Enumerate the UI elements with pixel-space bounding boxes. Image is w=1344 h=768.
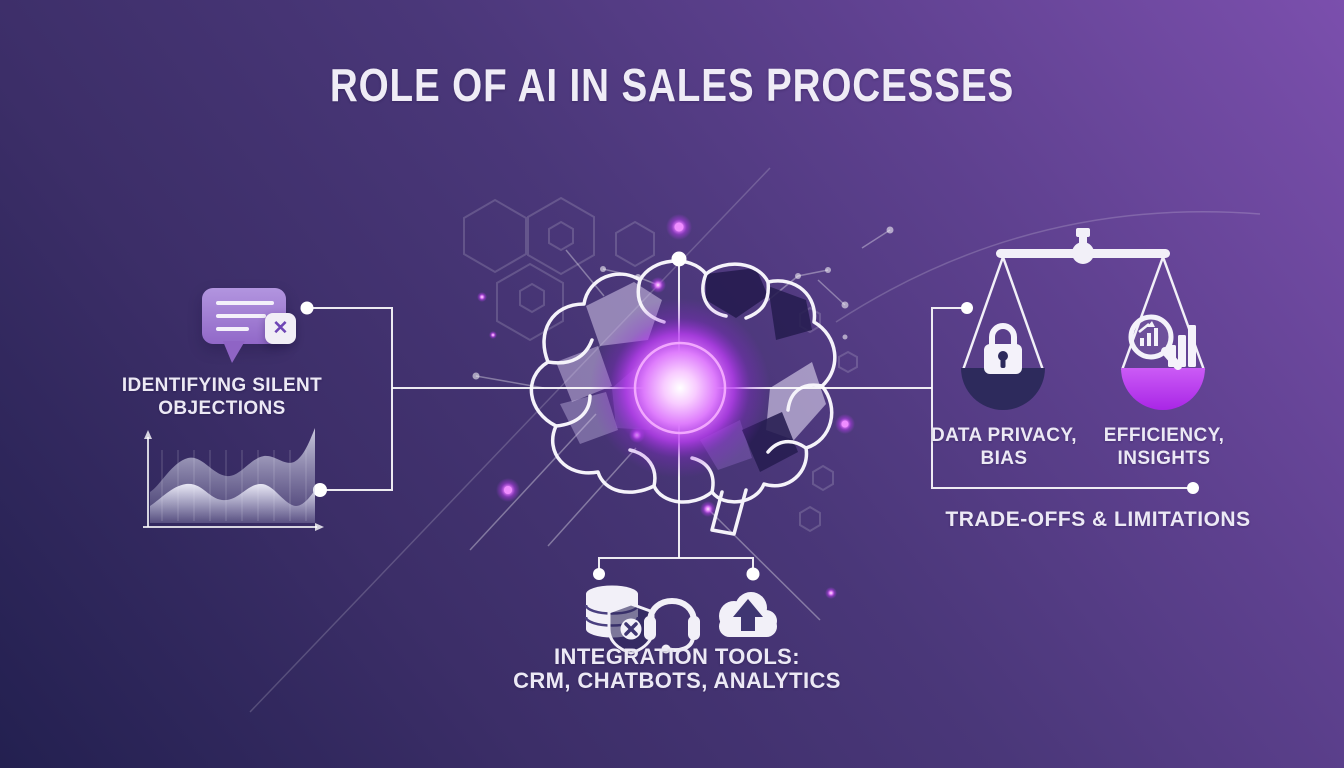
efficiency-pan <box>1121 368 1205 410</box>
hexagon-pattern <box>463 196 858 533</box>
privacy-label-line2: BIAS <box>980 448 1028 469</box>
dismiss-x-icon: ✕ <box>265 313 296 344</box>
lock-icon <box>984 323 1022 374</box>
integration-icons <box>584 585 777 655</box>
database-shield-icon <box>584 585 655 655</box>
privacy-label-line1: DATA PRIVACY, <box>931 425 1077 446</box>
privacy-pan-label: DATA PRIVACY, BIAS <box>918 424 1090 470</box>
integration-label-line2: CRM, CHATBOTS, ANALYTICS <box>513 668 841 693</box>
area-trend-chart-icon <box>143 428 324 531</box>
balance-scale-icon <box>961 228 1206 410</box>
glowing-core-orb <box>590 298 770 478</box>
page-title: ROLE OF AI IN SALES PROCESSES <box>329 59 1015 111</box>
arc-lines <box>249 167 1261 713</box>
efficiency-pan-label: EFFICIENCY, INSIGHTS <box>1078 424 1250 470</box>
integration-label-line1: INTEGRATION TOOLS: <box>554 644 800 669</box>
left-label-line2: OBJECTIONS <box>158 398 286 419</box>
bubble-text-line <box>216 301 274 305</box>
integration-tools-label: INTEGRATION TOOLS: CRM, CHATBOTS, ANALYT… <box>477 645 877 693</box>
privacy-pan <box>961 368 1045 410</box>
headset-icon <box>644 598 700 654</box>
tradeoffs-caption: TRADE-OFFS & LIMITATIONS <box>945 508 1251 531</box>
bubble-text-line <box>216 314 266 318</box>
left-label-line1: IDENTIFYING SILENT <box>121 375 323 396</box>
bubble-text-line <box>216 327 249 331</box>
connector-dots <box>300 251 1199 581</box>
magnifier-bar-chart-icon <box>1128 314 1196 370</box>
efficiency-label-line1: EFFICIENCY, <box>1103 425 1225 446</box>
cloud-upload-icon <box>719 592 777 637</box>
efficiency-label-line2: INSIGHTS <box>1117 448 1211 469</box>
left-node-label: IDENTIFYING SILENT OBJECTIONS <box>108 374 336 420</box>
